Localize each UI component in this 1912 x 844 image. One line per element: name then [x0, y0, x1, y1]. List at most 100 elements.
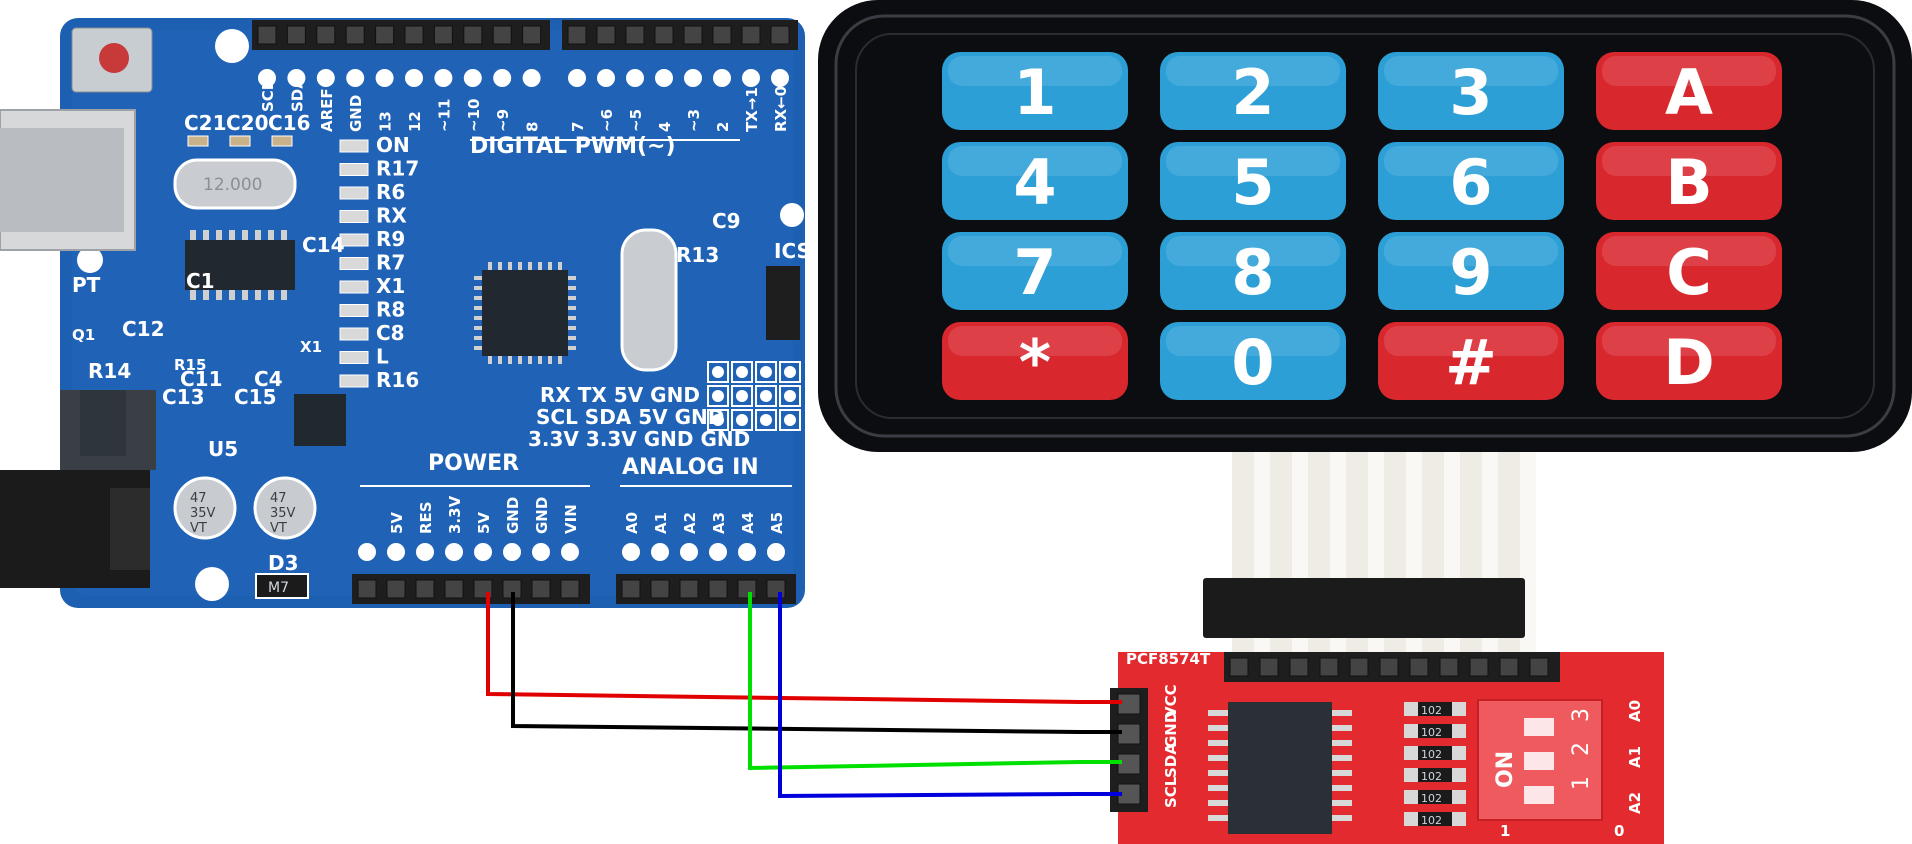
chip-leg	[1208, 800, 1228, 806]
header-pin	[596, 25, 616, 45]
mounting-hole	[195, 567, 229, 601]
analog-pin-label: A1	[652, 512, 670, 534]
solder-pad	[784, 414, 796, 426]
svg-text:C1: C1	[186, 269, 215, 293]
resistor-end	[1452, 724, 1466, 738]
pad-square	[779, 361, 801, 383]
key-highlight	[1384, 236, 1558, 266]
chip-leg	[558, 356, 562, 364]
power-mosfet	[80, 390, 126, 456]
analog-header	[616, 574, 796, 604]
led-label: R16	[376, 368, 419, 392]
led-label: C8	[376, 321, 405, 345]
mounting-hole	[780, 203, 804, 227]
module-pin	[1117, 693, 1141, 715]
key-highlight	[1384, 56, 1558, 86]
solder-pad	[713, 69, 731, 87]
pad-square	[779, 409, 801, 431]
solder-pad	[597, 69, 615, 87]
chip-leg	[203, 230, 209, 240]
solder-pad	[287, 69, 306, 87]
svg-text:C9: C9	[712, 209, 741, 233]
solder-pad	[445, 543, 463, 561]
key-label: 3	[1449, 56, 1492, 129]
smd-capacitor	[187, 135, 209, 147]
address-label: A0	[1626, 700, 1644, 722]
header-pin	[404, 25, 424, 45]
power-pin-label: GND	[533, 497, 551, 534]
header-pin	[770, 25, 790, 45]
svg-text:PT: PT	[72, 273, 101, 297]
chip-leg	[1208, 740, 1228, 746]
smd-capacitor	[229, 135, 251, 147]
pad-square	[707, 385, 729, 407]
svg-text:1: 1	[1500, 822, 1510, 840]
chip-leg	[518, 262, 522, 270]
chip-leg	[1332, 770, 1352, 776]
voltage-regulator	[294, 394, 346, 446]
pad-square	[755, 409, 777, 431]
chip-leg	[281, 290, 287, 300]
key-cap	[1596, 322, 1782, 400]
resistor-end	[1452, 702, 1466, 716]
smd-led	[339, 139, 369, 153]
smd-led	[339, 210, 369, 223]
sda-wire	[748, 592, 1122, 771]
ribbon-connector	[1203, 578, 1525, 638]
key-highlight	[1602, 56, 1776, 86]
solder-pad	[622, 543, 640, 561]
pad-square	[707, 361, 729, 383]
key-highlight	[948, 236, 1122, 266]
serial-labels: RX TX 5V GND SCL SDA 5V GND 3.3V 3.3V GN…	[528, 383, 750, 451]
header-pin	[492, 25, 512, 45]
chip-leg	[548, 262, 552, 270]
led-label: L	[376, 345, 389, 369]
chip-leg	[1208, 755, 1228, 761]
header-pin	[433, 25, 453, 45]
svg-text:U5: U5	[208, 437, 238, 461]
chip-leg	[1332, 725, 1352, 731]
led-label: R17	[376, 157, 419, 181]
header-pin	[766, 579, 786, 599]
digital-pin-label: RX←0	[772, 86, 790, 132]
analog-in-label: ANALOG IN	[622, 455, 759, 480]
key-cap	[942, 52, 1128, 130]
key-label: 9	[1449, 236, 1492, 309]
electrolytic-capacitor: 47 35V VT	[253, 476, 317, 540]
chip-leg	[508, 262, 512, 270]
smd-led	[339, 327, 369, 341]
keypad-key: B	[1596, 142, 1782, 220]
chip-leg	[1208, 725, 1228, 731]
header-pin	[625, 25, 645, 45]
pad-square	[731, 361, 753, 383]
resistor-end	[1404, 746, 1418, 760]
svg-text:R13: R13	[676, 243, 719, 267]
chip-leg	[1208, 815, 1228, 821]
digital-pin-label: ~10	[465, 99, 483, 132]
chip-leg	[508, 356, 512, 364]
led-label: RX	[376, 204, 407, 228]
smd-led	[339, 257, 369, 270]
solder-pad	[375, 69, 394, 87]
smd-led	[339, 280, 369, 294]
power-pin-label: 5V	[475, 512, 493, 534]
dip-lever	[1524, 786, 1554, 804]
chip-leg	[528, 262, 532, 270]
svg-text:VT: VT	[270, 521, 287, 536]
key-cap	[1160, 232, 1346, 310]
header-pin	[357, 579, 377, 599]
chip-leg	[568, 286, 576, 290]
module-pin-label: SCL	[1162, 776, 1180, 808]
solder-pad	[493, 69, 512, 87]
digital-pin-label: TX→1	[743, 87, 761, 132]
key-highlight	[948, 326, 1122, 356]
led-label: X1	[376, 274, 405, 298]
resistor-body	[1418, 812, 1452, 826]
dip-number: 1	[1569, 776, 1594, 790]
key-highlight	[1602, 146, 1776, 176]
solder-pad	[712, 366, 724, 378]
chip-leg	[281, 230, 287, 240]
